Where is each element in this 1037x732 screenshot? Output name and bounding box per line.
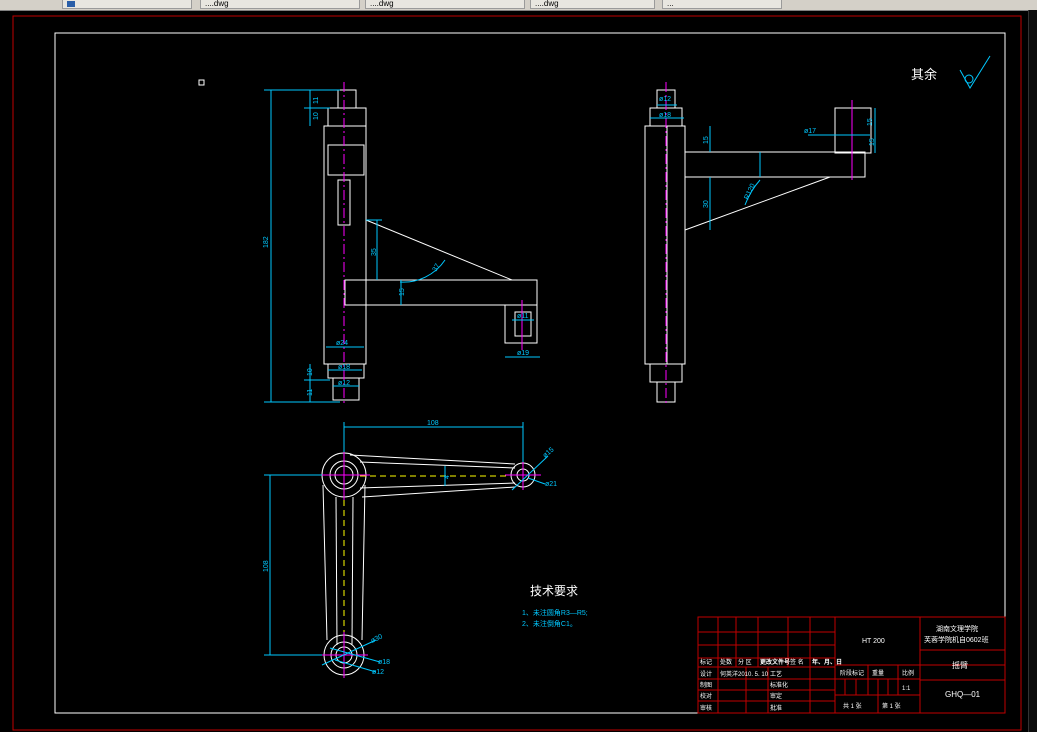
svg-text:30: 30: [703, 200, 710, 208]
svg-text:10: 10: [313, 112, 320, 120]
svg-text:ø12: ø12: [372, 669, 384, 676]
tech-requirement-item: 1、未注圆角R3—R5;: [522, 608, 588, 617]
svg-text:ø17: ø17: [804, 128, 816, 135]
svg-text:阶段标记: 阶段标记: [840, 669, 864, 677]
tech-requirement-item: 2、未注倒角C1。: [522, 619, 577, 628]
title-block: 标记 处数 分 区 更改文件号 签 名 年、月、日 设计 何英洋 2010. 5…: [697, 616, 1006, 714]
svg-text:制图: 制图: [700, 681, 712, 689]
svg-text:ø21: ø21: [545, 481, 557, 488]
svg-text:共 1 张: 共 1 张: [843, 702, 862, 710]
svg-text:标准化: 标准化: [770, 681, 788, 689]
taskbar: ....dwg ....dwg ....dwg ...: [0, 0, 1037, 11]
svg-text:11: 11: [313, 97, 320, 104]
svg-text:ø18: ø18: [338, 364, 350, 371]
svg-text:15: 15: [869, 138, 876, 146]
svg-text:批准: 批准: [770, 704, 782, 712]
svg-text:重量: 重量: [872, 669, 884, 677]
svg-text:11: 11: [307, 389, 314, 396]
svg-text:更改文件号: 更改文件号: [760, 658, 790, 666]
front-view: 182 11 10 10 11 35 37 15 ø24 ø18 ø12 ø11…: [263, 82, 540, 405]
drawing-frame: [54, 32, 1006, 714]
svg-text:审核: 审核: [700, 704, 712, 712]
tech-requirements-title: 技术要求: [530, 584, 578, 598]
svg-text:15: 15: [703, 136, 710, 144]
svg-text:设计: 设计: [700, 670, 712, 678]
svg-text:182: 182: [263, 236, 270, 248]
svg-text:108: 108: [263, 560, 270, 572]
svg-text:标记: 标记: [700, 658, 712, 666]
svg-text:15: 15: [867, 118, 874, 126]
svg-text:ø30: ø30: [370, 633, 384, 644]
taskbar-item-5[interactable]: ...: [662, 0, 782, 9]
svg-text:ø12: ø12: [659, 96, 671, 103]
svg-text:第 1 张: 第 1 张: [882, 702, 901, 710]
svg-text:2010. 5. 10: 2010. 5. 10: [738, 672, 769, 678]
svg-text:比例: 比例: [902, 669, 914, 677]
school-name: 湖南文理学院: [936, 624, 978, 633]
svg-text:15: 15: [399, 288, 406, 296]
part-name: 摇臂: [952, 660, 968, 670]
svg-text:校对: 校对: [700, 692, 712, 700]
svg-text:35: 35: [371, 248, 378, 256]
svg-text:4: 4: [444, 475, 451, 479]
top-view: 108 108 4 ø15 ø21 ø30 ø18 ø12: [263, 420, 557, 678]
svg-text:审定: 审定: [770, 692, 782, 700]
tech-requirements: 技术要求 1、未注圆角R3—R5; 2、未注倒角C1。: [522, 584, 588, 628]
svg-text:何英洋: 何英洋: [720, 670, 738, 678]
svg-text:ø11: ø11: [517, 313, 529, 320]
svg-text:ø18: ø18: [378, 659, 390, 666]
svg-text:ø12: ø12: [338, 380, 350, 387]
svg-text:1:1: 1:1: [902, 686, 911, 692]
taskbar-item-2[interactable]: ....dwg: [200, 0, 360, 9]
window-edge-scrollbar[interactable]: [1028, 10, 1037, 732]
surface-finish-note: 其余: [911, 67, 937, 82]
svg-text:37: 37: [432, 263, 442, 273]
svg-text:108: 108: [427, 420, 439, 427]
svg-text:处数: 处数: [720, 658, 732, 666]
roughness-symbol-icon: [959, 55, 991, 89]
svg-text:ø24: ø24: [336, 340, 348, 347]
svg-text:分 区: 分 区: [738, 658, 752, 666]
drawing-number: GHQ—01: [945, 690, 981, 699]
svg-text:R120: R120: [743, 183, 756, 201]
svg-text:年、月、日: 年、月、日: [812, 658, 842, 666]
cad-drawing-canvas[interactable]: 其余: [0, 10, 1028, 732]
class-name: 芙蓉学院机自0602班: [924, 635, 989, 644]
svg-text:ø19: ø19: [517, 350, 529, 357]
taskbar-item-4[interactable]: ....dwg: [530, 0, 655, 9]
svg-text:工艺: 工艺: [770, 670, 782, 678]
svg-text:10: 10: [307, 368, 314, 376]
taskbar-item-1[interactable]: [62, 0, 192, 9]
svg-text:ø15: ø15: [542, 446, 556, 459]
window-icon: [67, 1, 75, 7]
svg-text:ø18: ø18: [659, 112, 671, 119]
material-label: HT 200: [862, 638, 885, 645]
side-view: ø12 ø18 ø17 15 15 15 30 R120: [644, 82, 876, 405]
cursor-box: [198, 79, 205, 86]
taskbar-item-3[interactable]: ....dwg: [365, 0, 525, 9]
outer-border: [12, 15, 1022, 731]
svg-text:签 名: 签 名: [790, 658, 804, 666]
